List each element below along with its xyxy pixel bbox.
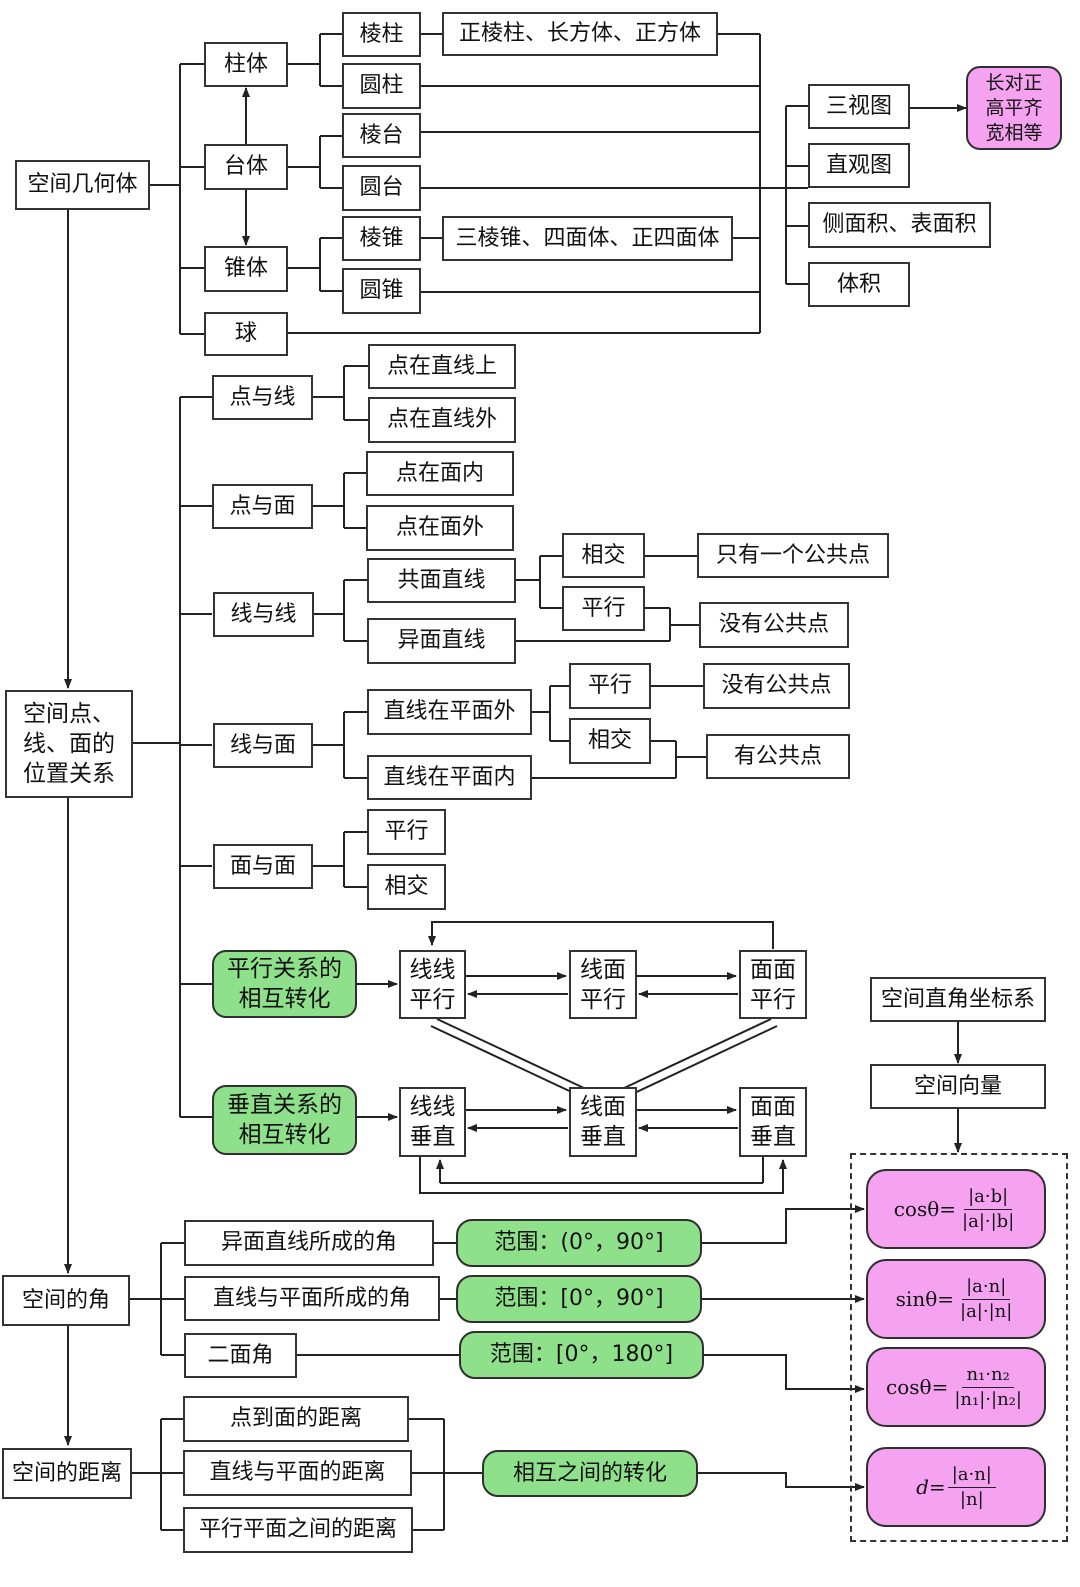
node-fanwei-2[interactable]: 范围：[0°，90°] — [456, 1275, 702, 1323]
node-lengzhu-types[interactable]: 正棱柱、长方体、正方体 — [442, 12, 718, 56]
formula-lhs: cosθ= — [893, 1197, 957, 1221]
node-lengzhu[interactable]: 棱柱 — [342, 12, 421, 57]
node-zhuti[interactable]: 柱体 — [204, 42, 288, 87]
node-yimian-zhixian-jiao[interactable]: 异面直线所成的角 — [184, 1220, 434, 1266]
node-dian-zai-mian-nei[interactable]: 点在面内 — [366, 451, 514, 496]
formula-denominator: |a|·|b| — [962, 1210, 1015, 1232]
formula-numerator: n₁·n₂ — [962, 1363, 1014, 1388]
node-kongjian-jihe-ti[interactable]: 空间几何体 — [15, 160, 150, 210]
node-mian-yu-mian[interactable]: 面与面 — [213, 844, 313, 889]
node-mm-xiangjiao[interactable]: 相交 — [367, 864, 446, 910]
formula-lhs: sinθ= — [895, 1287, 955, 1311]
node-fanwei-1[interactable]: 范围：(0°，90°] — [456, 1219, 702, 1267]
formula-lhs: d= — [916, 1475, 946, 1499]
node-sanshitu[interactable]: 三视图 — [808, 84, 910, 129]
formula-denominator: |n₁|·|n₂| — [954, 1388, 1022, 1410]
node-tiji[interactable]: 体积 — [808, 262, 910, 307]
node-taiti[interactable]: 台体 — [204, 144, 288, 190]
node-zhixian-pingmian-juli[interactable]: 直线与平面的距离 — [183, 1450, 412, 1496]
node-xianghu-zhuanhua[interactable]: 相互之间的转化 — [482, 1450, 698, 1497]
node-zhixian-zai-pingmian-nei[interactable]: 直线在平面内 — [367, 755, 532, 800]
formula-numerator: |a·n| — [947, 1463, 996, 1488]
formula-group — [850, 1153, 1068, 1542]
node-sanshitu-rule[interactable]: 长对正 高平齐 宽相等 — [966, 66, 1062, 150]
node-mm-pingxing[interactable]: 平行 — [367, 809, 446, 855]
formula-fraction: |a·n| |a|·|n| — [956, 1275, 1016, 1324]
node-dian-zai-mian-wai[interactable]: 点在面外 — [366, 505, 514, 551]
node-dian-zai-zhixian-shang[interactable]: 点在直线上 — [368, 344, 516, 389]
node-lengzhui-types[interactable]: 三棱锥、四面体、正四面体 — [442, 216, 733, 261]
node-xianmian-chuizhi[interactable]: 线面 垂直 — [569, 1087, 637, 1157]
node-xx-yige-gonggongdian[interactable]: 只有一个公共点 — [697, 533, 889, 578]
node-dian-yu-mian[interactable]: 点与面 — [212, 484, 313, 529]
node-kongjian-de-jiao[interactable]: 空间的角 — [2, 1275, 130, 1326]
formula-xianmian-jiao[interactable]: sinθ= |a·n| |a|·|n| — [866, 1259, 1046, 1339]
formula-juli[interactable]: d= |a·n| |n| — [866, 1447, 1046, 1527]
node-weizhi-guanxi[interactable]: 空间点、 线、面的 位置关系 — [5, 690, 133, 798]
node-xm-pingxing[interactable]: 平行 — [569, 663, 651, 709]
node-mianji[interactable]: 侧面积、表面积 — [808, 202, 991, 248]
node-xm-you-gonggongdian[interactable]: 有公共点 — [706, 734, 850, 779]
node-zhuiti[interactable]: 锥体 — [204, 246, 288, 292]
node-lengzhui[interactable]: 棱锥 — [342, 216, 421, 261]
node-mianmian-chuizhi[interactable]: 面面 垂直 — [739, 1087, 807, 1157]
node-pingxing-pingmian-juli[interactable]: 平行平面之间的距离 — [183, 1507, 413, 1553]
node-chuizhi-zhuanhua[interactable]: 垂直关系的 相互转化 — [212, 1085, 357, 1155]
formula-erjiao[interactable]: cosθ= n₁·n₂ |n₁|·|n₂| — [866, 1347, 1046, 1427]
node-mianmian-pingxing[interactable]: 面面 平行 — [739, 950, 807, 1019]
node-zhixian-pingmian-jiao[interactable]: 直线与平面所成的角 — [184, 1276, 440, 1321]
formula-numerator: |a·n| — [962, 1275, 1011, 1300]
node-xian-yu-xian[interactable]: 线与线 — [213, 592, 314, 637]
node-dian-dao-mian-juli[interactable]: 点到面的距离 — [183, 1396, 409, 1442]
node-dian-yu-xian[interactable]: 点与线 — [212, 375, 313, 420]
node-qiu[interactable]: 球 — [204, 312, 288, 356]
node-gongmian-zhixian[interactable]: 共面直线 — [367, 558, 516, 603]
node-xx-meiyou-gonggongdian[interactable]: 没有公共点 — [699, 602, 849, 648]
node-xianmian-pingxing[interactable]: 线面 平行 — [569, 950, 637, 1019]
formula-denominator: |n| — [959, 1488, 984, 1510]
node-dian-zai-zhixian-wai[interactable]: 点在直线外 — [368, 397, 516, 443]
node-xx-xiangjiao[interactable]: 相交 — [562, 533, 645, 578]
node-xm-xiangjiao[interactable]: 相交 — [569, 718, 651, 764]
node-xian-yu-mian[interactable]: 线与面 — [213, 723, 313, 768]
node-yimian-zhixian[interactable]: 异面直线 — [367, 618, 516, 664]
node-lengtai[interactable]: 棱台 — [342, 113, 421, 158]
node-xianxian-chuizhi[interactable]: 线线 垂直 — [399, 1087, 466, 1157]
node-xx-pingxing[interactable]: 平行 — [562, 586, 645, 631]
node-kongjian-zuobiaoxi[interactable]: 空间直角坐标系 — [870, 977, 1046, 1022]
formula-fraction: |a·b| |a|·|b| — [958, 1185, 1018, 1234]
formula-lhs: cosθ= — [886, 1375, 949, 1399]
node-xm-meiyou-gonggongdian[interactable]: 没有公共点 — [703, 663, 850, 709]
node-zhixian-zai-pingmian-wai[interactable]: 直线在平面外 — [367, 689, 532, 735]
formula-fraction: |a·n| |n| — [947, 1463, 996, 1512]
node-pingxing-zhuanhua[interactable]: 平行关系的 相互转化 — [212, 950, 357, 1018]
node-yuanzhui[interactable]: 圆锥 — [342, 268, 421, 314]
formula-yimian-jiao[interactable]: cosθ= |a·b| |a|·|b| — [866, 1169, 1046, 1249]
node-kongjian-de-juli[interactable]: 空间的距离 — [2, 1448, 132, 1499]
node-ermianjiao[interactable]: 二面角 — [184, 1333, 297, 1378]
node-zhiguantu[interactable]: 直观图 — [808, 143, 910, 188]
node-kongjian-xiangliang[interactable]: 空间向量 — [870, 1064, 1046, 1109]
node-xianxian-pingxing[interactable]: 线线 平行 — [399, 950, 466, 1019]
formula-numerator: |a·b| — [964, 1185, 1013, 1210]
node-fanwei-3[interactable]: 范围：[0°，180°] — [459, 1331, 704, 1379]
node-yuanzhu[interactable]: 圆柱 — [342, 63, 421, 109]
formula-fraction: n₁·n₂ |n₁|·|n₂| — [950, 1363, 1026, 1412]
node-yuantai[interactable]: 圆台 — [342, 165, 421, 211]
formula-denominator: |a|·|n| — [960, 1300, 1013, 1322]
